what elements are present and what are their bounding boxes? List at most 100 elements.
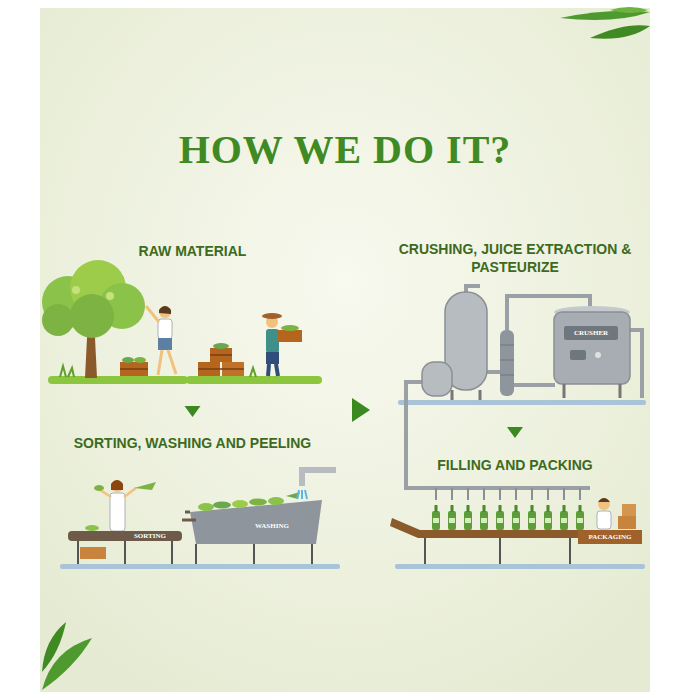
step-heading: CRUSHING, JUICE EXTRACTION & PASTEURIZE (390, 240, 640, 276)
column (500, 330, 514, 396)
farmer (268, 364, 278, 376)
scientist (100, 488, 136, 497)
crate-stack (198, 343, 244, 376)
washing-tank (190, 500, 322, 544)
machine-label: SORTING (134, 532, 166, 540)
tall-tank (452, 390, 480, 400)
bottles (483, 505, 486, 512)
background-panel (40, 8, 650, 692)
sorting-belt (78, 541, 172, 564)
sorting-belt (68, 531, 182, 541)
pipes (630, 330, 642, 398)
bottles (544, 505, 552, 530)
crate-stack (198, 355, 244, 369)
machine-label: PACKAGING (588, 533, 631, 541)
washing-tank (198, 503, 214, 511)
bottles (464, 505, 472, 530)
flow-arrow (185, 406, 201, 417)
scientist (110, 493, 125, 531)
scientist (111, 480, 123, 490)
farmer (281, 325, 299, 331)
crate-stack (213, 343, 229, 349)
picker-woman (159, 306, 171, 314)
washing-tank (268, 497, 284, 505)
bottles (465, 518, 471, 523)
machine-label: WASHING (255, 522, 289, 530)
machine-label: CRUSHER (574, 329, 608, 337)
step-heading: SORTING, WASHING AND PEELING (48, 434, 338, 452)
bottles (499, 505, 502, 512)
bottles (560, 511, 568, 530)
bottles (513, 518, 519, 523)
bottles (547, 505, 550, 512)
bottles (497, 518, 503, 523)
bottles (563, 505, 566, 512)
bottles (531, 505, 534, 512)
process-step: RAW MATERIAL (45, 242, 340, 388)
nozzles (563, 488, 565, 500)
packer-worker (598, 498, 610, 502)
small-tank (422, 362, 452, 396)
scientist (94, 485, 104, 491)
crate (120, 357, 148, 376)
packer-worker (622, 504, 636, 516)
bottles (432, 511, 440, 530)
bottles (577, 518, 583, 523)
sorting-belt (80, 547, 106, 559)
title: HOW WE DO IT? (0, 126, 690, 174)
bottles (448, 505, 456, 530)
farmer (266, 329, 279, 353)
nozzles (531, 488, 533, 500)
bottles (528, 505, 536, 530)
nozzles (547, 488, 549, 500)
sorting-belt (68, 525, 182, 564)
tree (42, 304, 74, 336)
washing-tank (213, 502, 231, 509)
bottles (480, 511, 488, 530)
bottles (576, 511, 584, 530)
small-tank (422, 362, 452, 396)
washing-tank (182, 492, 322, 564)
bottles (515, 505, 518, 512)
nozzles (579, 488, 581, 500)
nozzles (435, 488, 437, 500)
tree (42, 260, 145, 378)
packing-conveyor (425, 538, 570, 564)
scientist (134, 482, 156, 490)
picker-woman (158, 338, 172, 350)
nozzles (451, 488, 453, 500)
bottles (576, 505, 584, 530)
crate (120, 368, 148, 370)
bottles (496, 505, 504, 530)
water-pipe (302, 470, 336, 486)
picker-woman (159, 306, 171, 318)
washing-tank (249, 499, 267, 506)
floor-line (60, 564, 340, 569)
nozzles (436, 488, 580, 500)
bottles (528, 511, 536, 530)
bottles (512, 511, 520, 530)
picker-woman (146, 306, 176, 375)
farmer (262, 313, 302, 376)
crusher-machine (554, 312, 630, 384)
packer-worker (597, 511, 611, 529)
bottles (433, 518, 439, 523)
bottles (560, 505, 568, 530)
crusher-machine (554, 306, 630, 398)
bottles (448, 511, 456, 530)
flow-arrow (507, 427, 523, 438)
farmer (266, 352, 279, 364)
water-pipe (297, 490, 307, 499)
tree (72, 286, 80, 294)
nozzles (467, 488, 469, 500)
column (500, 330, 514, 396)
packing-conveyor (578, 530, 642, 544)
picker-woman (158, 319, 172, 339)
bottles (467, 505, 470, 512)
washing-tank (196, 544, 312, 564)
background-panel (40, 8, 650, 692)
bottles (481, 518, 487, 523)
